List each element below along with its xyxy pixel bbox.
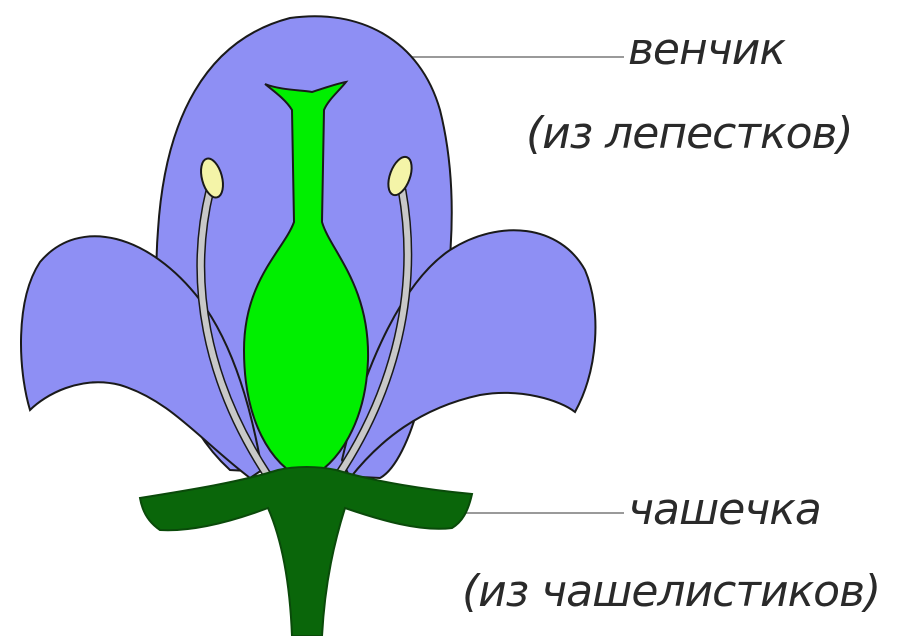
calyx: [140, 467, 472, 636]
calyx-note-label: (из чашелистиков): [462, 570, 880, 614]
corolla-note-label: (из лепестков): [526, 112, 853, 156]
calyx-label: чашечка: [628, 488, 821, 532]
corolla-label: венчик: [628, 28, 785, 72]
